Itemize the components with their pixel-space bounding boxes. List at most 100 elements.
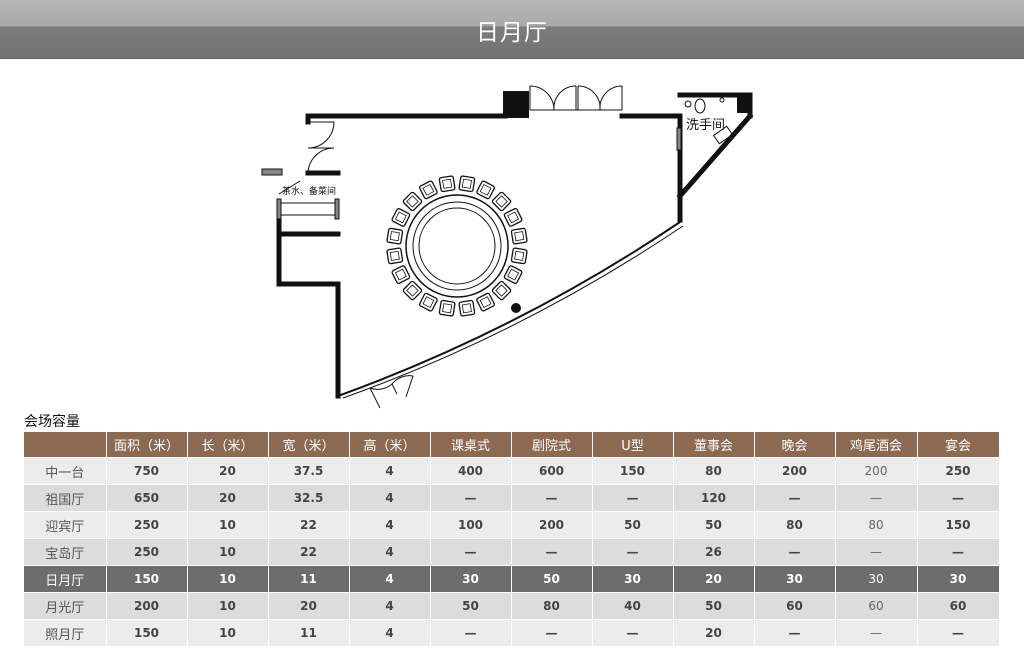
table-cell: 32.5 [268, 484, 350, 512]
row-hall-name: 迎宾厅 [24, 511, 107, 539]
table-cell: 4 [349, 592, 431, 620]
table-cell: 22 [268, 511, 350, 539]
row-hall-name: 中一台 [24, 457, 107, 485]
table-cell: — [592, 484, 674, 512]
tea-room-door [276, 180, 340, 220]
column-header: 高（米） [349, 432, 431, 458]
table-cell: — [835, 538, 918, 566]
chair-seat [394, 211, 407, 224]
table-cell: 11 [268, 619, 350, 646]
table-cell: 30 [430, 565, 512, 593]
chair [438, 299, 456, 317]
chair [476, 292, 495, 312]
column-header: 宴会 [917, 432, 1000, 458]
chair-seat [422, 183, 435, 196]
chair-seat [461, 303, 472, 314]
chair [419, 292, 438, 312]
chair [476, 180, 495, 200]
banquet-table [405, 194, 509, 298]
row-hall-name: 日月厅 [24, 565, 107, 593]
table-cell: — [917, 484, 1000, 512]
table-cell: 250 [106, 511, 188, 539]
table-header-row: 面积（米） 长（米） 宽（米） 高（米） 课桌式 剧院式 U型 董事会 晚会 鸡… [24, 432, 1000, 458]
table-cell: 50 [673, 592, 755, 620]
restroom-label: 洗手间 [686, 118, 725, 133]
chair-seat [394, 268, 407, 281]
table-cell: 4 [349, 511, 431, 539]
table-cell: — [754, 538, 836, 566]
table-cell: 80 [511, 592, 593, 620]
chair-seat [479, 296, 492, 309]
column-block [503, 91, 529, 118]
column-header: 董事会 [673, 432, 755, 458]
table-cell: 50 [430, 592, 512, 620]
table-cell: — [754, 619, 836, 646]
column-header: 课桌式 [430, 432, 512, 458]
table-cell: 20 [673, 619, 755, 646]
table-cell: 60 [754, 592, 836, 620]
table-cell: 30 [917, 565, 1000, 593]
chairs [386, 175, 528, 317]
chair [386, 247, 404, 265]
side-door [307, 121, 335, 174]
chair [402, 280, 423, 301]
table-cell: — [917, 538, 1000, 566]
bottom-doors [369, 375, 414, 409]
chair-seat [442, 303, 453, 314]
chair [491, 191, 512, 212]
table-cell: — [430, 538, 512, 566]
curved-facade [337, 221, 681, 397]
main-doors [529, 85, 623, 111]
floor-plan: 茶水、备菜间 洗手间 [261, 85, 754, 409]
chair-seat [442, 178, 453, 189]
chair-seat [406, 284, 419, 297]
table-cell: 40 [592, 592, 674, 620]
page-title: 日月厅 [476, 20, 548, 46]
table-cell: — [592, 538, 674, 566]
table-cell: 80 [835, 511, 918, 539]
table-cell: 4 [349, 565, 431, 593]
chair-seat [514, 250, 525, 261]
table-cell: 10 [187, 619, 269, 646]
table-cell: 20 [673, 565, 755, 593]
chair-seat [461, 178, 472, 189]
table-cell: — [835, 619, 918, 646]
table-cell: — [511, 484, 593, 512]
table-cell: 50 [592, 511, 674, 539]
table-cell: 4 [349, 484, 431, 512]
column-header: 鸡尾酒会 [835, 432, 918, 458]
chair [438, 175, 456, 193]
chair-seat [495, 195, 508, 208]
chair [419, 180, 438, 200]
table-cell: 200 [511, 511, 593, 539]
table-cell: 30 [754, 565, 836, 593]
table-cell: 250 [917, 457, 1000, 485]
column-header: 晚会 [754, 432, 836, 458]
column-header: 宽（米） [268, 432, 350, 458]
column-header: 剧院式 [511, 432, 593, 458]
table-cell: 30 [835, 565, 918, 593]
table-cell: 20 [187, 484, 269, 512]
chair-seat [507, 211, 520, 224]
table-cell: 400 [430, 457, 512, 485]
table-cell: 4 [349, 457, 431, 485]
table-cell: 50 [511, 565, 593, 593]
capacity-title: 会场容量 [24, 414, 80, 430]
table-cell: 120 [673, 484, 755, 512]
column-header: 面积（米） [106, 432, 188, 458]
table-cell: 50 [673, 511, 755, 539]
table-cell: 10 [187, 538, 269, 566]
table-cell: 4 [349, 619, 431, 646]
chair-seat [495, 284, 508, 297]
chair-seat [389, 231, 400, 242]
table-cell: 150 [106, 565, 188, 593]
chair [510, 227, 528, 245]
table-cell: 100 [430, 511, 512, 539]
column-header: 长（米） [187, 432, 269, 458]
